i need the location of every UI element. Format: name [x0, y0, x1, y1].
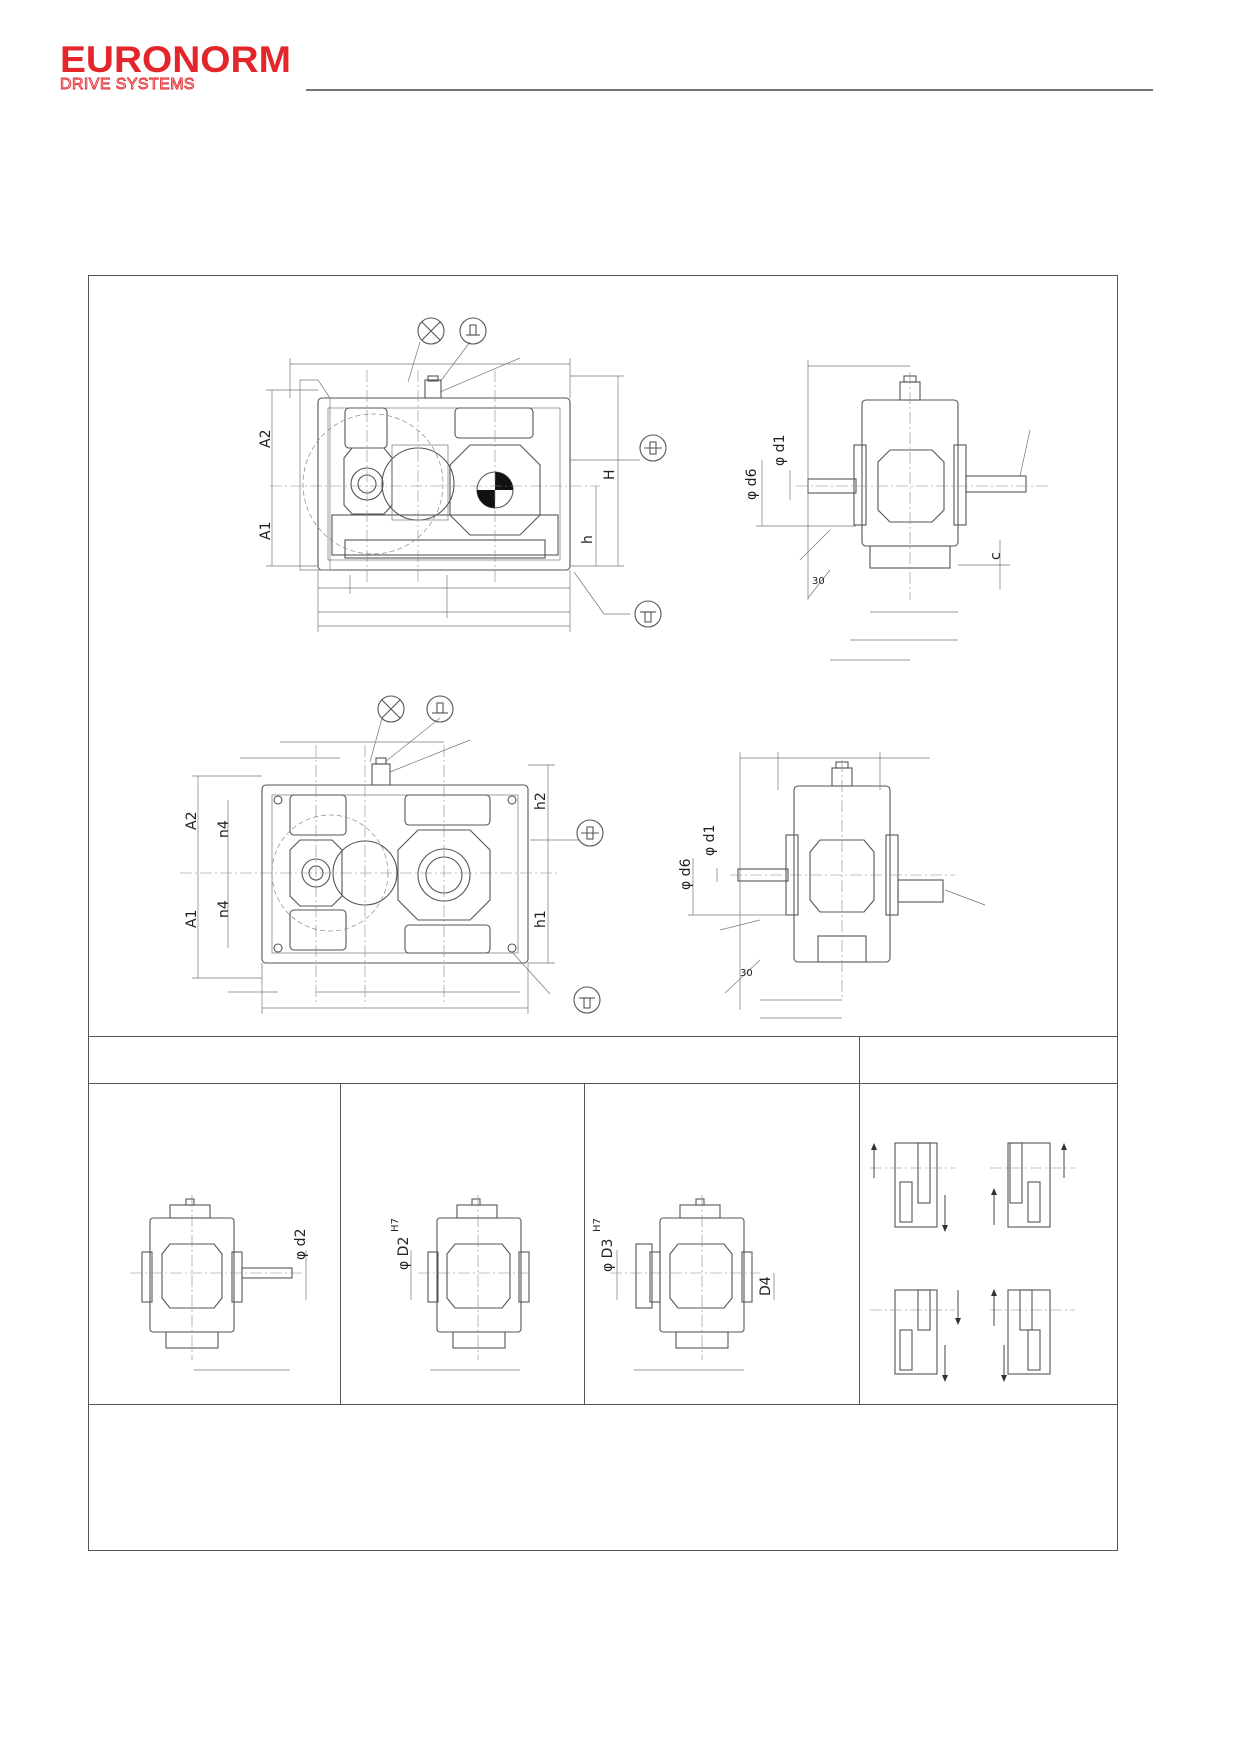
top-side-d1-label: φ d1: [772, 435, 788, 466]
oil-drain-icon: [634, 600, 662, 628]
divider-row-2: [88, 1083, 1118, 1084]
top-front-H-label: H: [602, 469, 618, 480]
rotation-arrow-icon: [870, 1142, 955, 1232]
bottom-front-n4-top-label: n4: [216, 820, 232, 838]
divider-col-right: [859, 1036, 860, 1404]
bottom-side-view: [688, 752, 986, 1019]
top-front-a2-label: A2: [258, 430, 274, 448]
top-side-c-label: c: [988, 552, 1004, 560]
oil-fill-icon: [426, 695, 454, 723]
oil-fill-icon: [459, 317, 487, 345]
divider-row-1: [88, 1036, 1118, 1037]
variant-3-sup: H7: [592, 1218, 603, 1232]
divider-col-2: [584, 1083, 585, 1404]
bottom-front-a1-label: A1: [184, 910, 200, 928]
top-side-view: [756, 360, 1050, 661]
variant-3-view: [610, 1195, 775, 1371]
oil-level-icon: [576, 819, 604, 847]
view-symbol-icon: [417, 317, 445, 345]
variant-2-sup: H7: [390, 1218, 401, 1232]
top-front-view: [266, 341, 640, 632]
variant-3-extra-label: D4: [758, 1276, 774, 1296]
bottom-front-h2-label: h2: [533, 792, 549, 810]
header-rule: [306, 89, 1153, 91]
variant-2-view: [410, 1195, 530, 1371]
divider-row-3: [88, 1404, 1118, 1405]
variant-2-label: φ D2: [396, 1237, 412, 1270]
bottom-front-a2-label: A2: [184, 812, 200, 830]
brand-tagline: DRIVE SYSTEMS: [60, 76, 196, 93]
divider-col-1: [340, 1083, 341, 1404]
top-side-angle-label: 30: [812, 576, 825, 587]
top-front-h-label: h: [580, 535, 596, 544]
rotation-arrow-icon: [990, 1142, 1075, 1228]
rotation-arrow-icon: [990, 1289, 1075, 1382]
variant-1-view: [130, 1195, 307, 1371]
top-front-a1-label: A1: [258, 522, 274, 540]
view-symbol-icon: [377, 695, 405, 723]
oil-level-icon: [639, 434, 667, 462]
variant-3-label: φ D3: [600, 1239, 616, 1272]
variant-1-label: φ d2: [293, 1229, 309, 1260]
bottom-front-view: [180, 717, 580, 1014]
top-side-d6-label: φ d6: [744, 468, 760, 500]
bottom-side-d6-label: φ d6: [678, 858, 694, 890]
bottom-side-angle-label: 30: [740, 968, 753, 979]
bottom-front-n4-bottom-label: n4: [216, 900, 232, 918]
drawing-frame: [88, 275, 1118, 1551]
oil-drain-icon: [573, 986, 601, 1014]
rotation-arrow-icon: [870, 1289, 961, 1382]
bottom-front-h1-label: h1: [533, 910, 549, 928]
bottom-side-d1-label: φ d1: [702, 825, 718, 856]
